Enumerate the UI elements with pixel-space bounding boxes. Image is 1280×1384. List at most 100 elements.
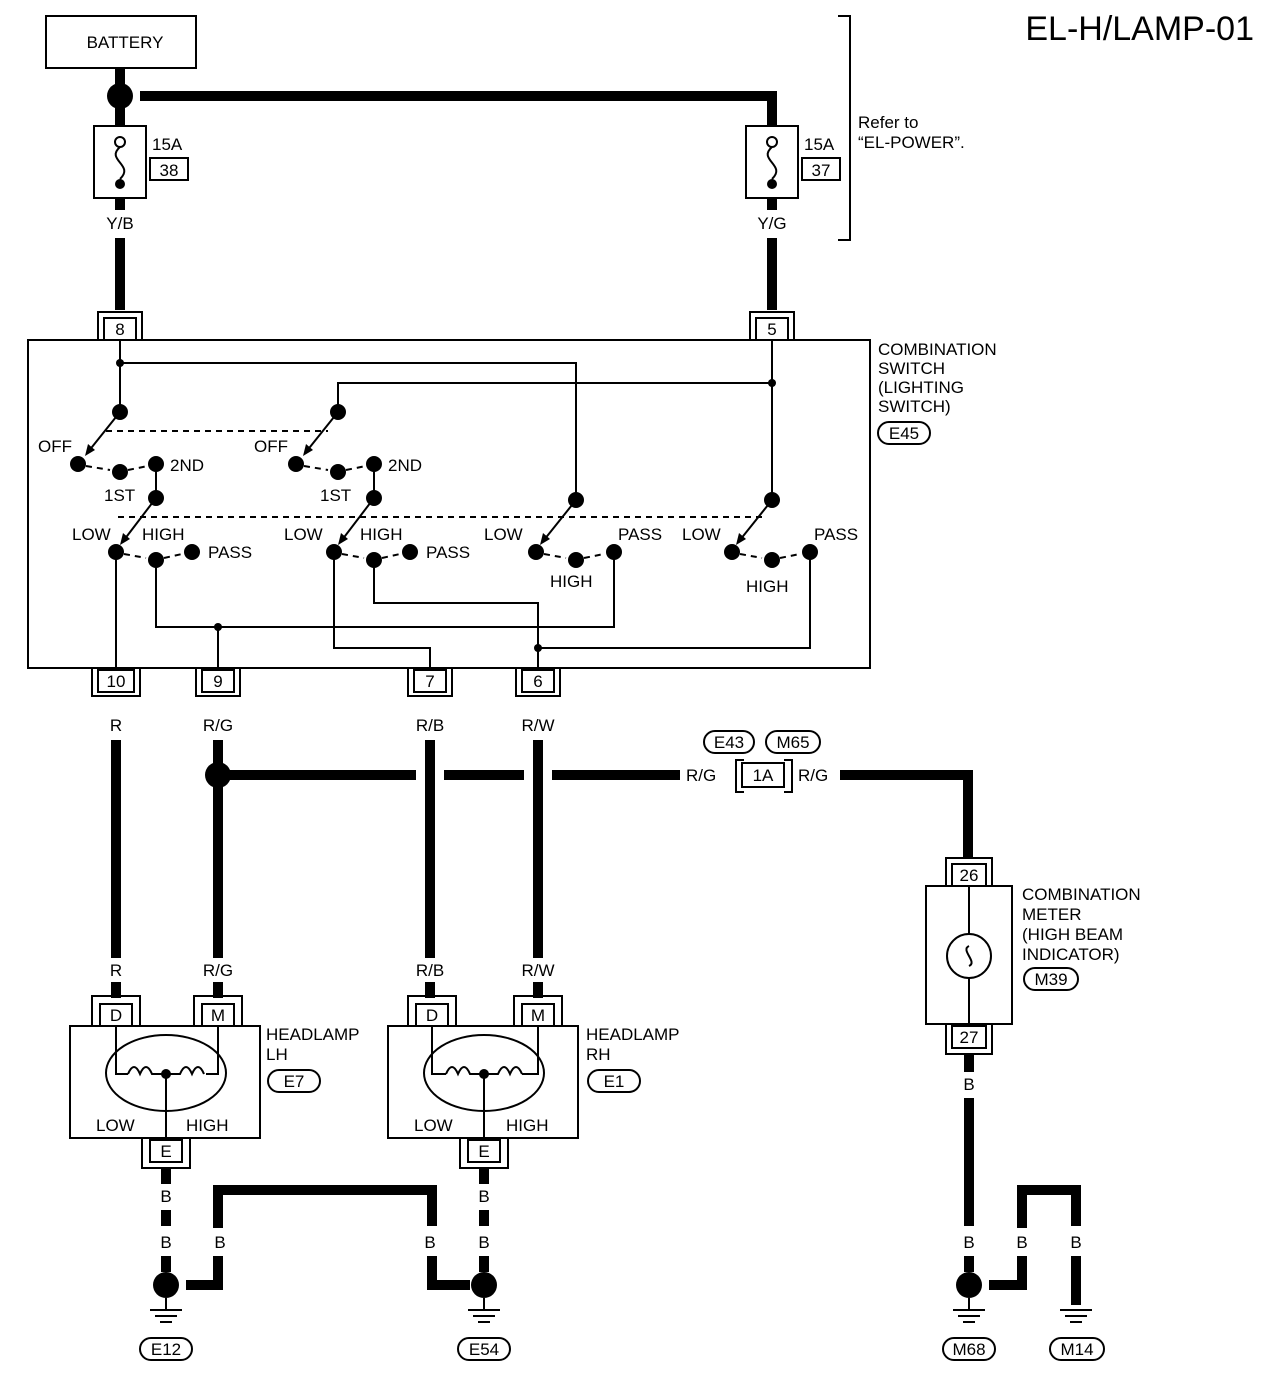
switch-label-line-3: (LIGHTING [878, 378, 964, 397]
ground-m68: M68 [942, 1298, 996, 1361]
ground-m14-id: M14 [1060, 1340, 1093, 1359]
switch-top-connectors: 8 5 [97, 311, 795, 341]
switch-off-label-1: OFF [38, 437, 72, 456]
switch-pass-label-1: PASS [208, 543, 252, 562]
wire-label-r-top: R [110, 716, 122, 735]
switch-label-line-4: SWITCH) [878, 397, 951, 416]
headlamp-lh-low-label: LOW [96, 1116, 135, 1135]
switch-high-label-2: HIGH [360, 525, 403, 544]
wire-label-rg-lamp: R/G [203, 961, 233, 980]
wire-label-rg-joint-right: R/G [798, 766, 828, 785]
meter-ground-wiring: B B B B [956, 1054, 1082, 1305]
battery: BATTERY [45, 15, 197, 69]
wire-label-rg-joint-left: R/G [686, 766, 716, 785]
wire-label-b-1: B [160, 1187, 171, 1206]
switch-low-label-4: LOW [682, 525, 721, 544]
headlamp-lh: D M LOW HIGH E HEADLAMP LH E7 [69, 982, 360, 1169]
headlamp-rh: D M LOW HIGH E HEADLAMP RH E1 [387, 982, 680, 1169]
refer-note-line-2: “EL-POWER”. [858, 133, 965, 152]
headlamp-rh-pin-e: E [478, 1142, 489, 1161]
meter-pin-27: 27 [960, 1028, 979, 1047]
headlamp-ground-wiring: B B B B B B [153, 1168, 497, 1298]
combination-meter: 26 27 COMBINATION METER (HIGH BEAM INDIC… [925, 857, 1141, 1055]
wire-label-rg-top: R/G [203, 716, 233, 735]
switch-bottom-connectors: 10 9 7 6 [91, 668, 561, 697]
fuse-37-number: 37 [812, 161, 831, 180]
switch-low-label-2: LOW [284, 525, 323, 544]
headlamp-rh-connector-id: E1 [604, 1072, 625, 1091]
fuse-38-number: 38 [160, 161, 179, 180]
refer-note-line-1: Refer to [858, 113, 918, 132]
wire-label-b-3: B [214, 1233, 225, 1252]
ground-e54: E54 [457, 1298, 511, 1361]
headlamp-lh-connector-id: E7 [284, 1072, 305, 1091]
battery-label: BATTERY [87, 33, 164, 52]
meter-label-line-2: METER [1022, 905, 1082, 924]
ground-m68-id: M68 [952, 1340, 985, 1359]
switch-high-label-3: HIGH [550, 572, 593, 591]
power-bus [107, 68, 777, 130]
ground-e54-id: E54 [469, 1340, 499, 1359]
headlamp-lh-pin-d: D [110, 1006, 122, 1025]
wire-label-b-5: B [478, 1187, 489, 1206]
meter-pin-26: 26 [960, 866, 979, 885]
switch-pass-label-2: PASS [426, 543, 470, 562]
headlamp-lh-label-line-1: HEADLAMP [266, 1025, 360, 1044]
switch-pin-9: 9 [213, 672, 222, 691]
fuse-37: 15A 37 Y/G [745, 125, 841, 310]
switch-1st-label-1: 1ST [104, 486, 135, 505]
headlamp-lh-pin-e: E [160, 1142, 171, 1161]
wire-label-b-9: B [1016, 1233, 1027, 1252]
headlamp-rh-high-label: HIGH [506, 1116, 549, 1135]
headlamp-rh-pin-m: M [531, 1006, 545, 1025]
switch-pin-8: 8 [115, 320, 124, 339]
meter-label-line-4: INDICATOR) [1022, 945, 1120, 964]
fuse-38-wire: Y/B [106, 214, 133, 233]
headlamp-rh-pin-d: D [426, 1006, 438, 1025]
headlamp-lh-label-line-2: LH [266, 1045, 288, 1064]
refer-bracket: Refer to “EL-POWER”. [838, 15, 965, 241]
wire-label-b-7: B [963, 1075, 974, 1094]
headlamp-wires [111, 740, 543, 958]
switch-2nd-label-2: 2ND [388, 456, 422, 475]
switch-2nd-label-1: 2ND [170, 456, 204, 475]
switch-1st-label-2: 1ST [320, 486, 351, 505]
diagram-title: EL-H/LAMP-01 [1025, 10, 1254, 48]
high-beam-indicator-wire: R/G 1A R/G E43 M65 [230, 730, 973, 858]
wire-label-rb-top: R/B [416, 716, 444, 735]
wire-label-b-4: B [424, 1233, 435, 1252]
switch-pin-10: 10 [107, 672, 126, 691]
wire-label-b-8: B [963, 1233, 974, 1252]
fuse-38: 15A 38 Y/B [93, 108, 189, 310]
ground-e12: E12 [139, 1298, 193, 1361]
switch-pin-7: 7 [425, 672, 434, 691]
meter-connector-id: M39 [1034, 970, 1067, 989]
wire-label-r-lamp: R [110, 961, 122, 980]
wire-label-rw-lamp: R/W [521, 961, 554, 980]
headlamp-rh-label-line-2: RH [586, 1045, 611, 1064]
headlamp-lh-pin-m: M [211, 1006, 225, 1025]
fuse-37-wire: Y/G [757, 214, 786, 233]
meter-label-line-3: (HIGH BEAM [1022, 925, 1123, 944]
switch-high-label-1: HIGH [142, 525, 185, 544]
headlamp-lh-high-label: HIGH [186, 1116, 229, 1135]
switch-pass-label-4: PASS [814, 525, 858, 544]
fuse-37-rating: 15A [804, 135, 835, 154]
joint-connector-id-1: E43 [714, 733, 744, 752]
joint-connector-id-2: M65 [776, 733, 809, 752]
fuse-38-rating: 15A [152, 135, 183, 154]
wire-label-rb-lamp: R/B [416, 961, 444, 980]
wire-label-b-2: B [160, 1233, 171, 1252]
switch-pass-label-3: PASS [618, 525, 662, 544]
ground-m14: M14 [1049, 1309, 1105, 1361]
switch-label-line-2: SWITCH [878, 359, 945, 378]
ground-e12-id: E12 [151, 1340, 181, 1359]
combination-switch: OFF 2ND 1ST OFF 2ND 1ST LOW HIGH PASS [27, 339, 997, 669]
headlamp-rh-low-label: LOW [414, 1116, 453, 1135]
switch-low-label-1: LOW [72, 525, 111, 544]
switch-low-label-3: LOW [484, 525, 523, 544]
switch-pin-6: 6 [533, 672, 542, 691]
headlamp-rh-label-line-1: HEADLAMP [586, 1025, 680, 1044]
switch-high-label-4: HIGH [746, 577, 789, 596]
